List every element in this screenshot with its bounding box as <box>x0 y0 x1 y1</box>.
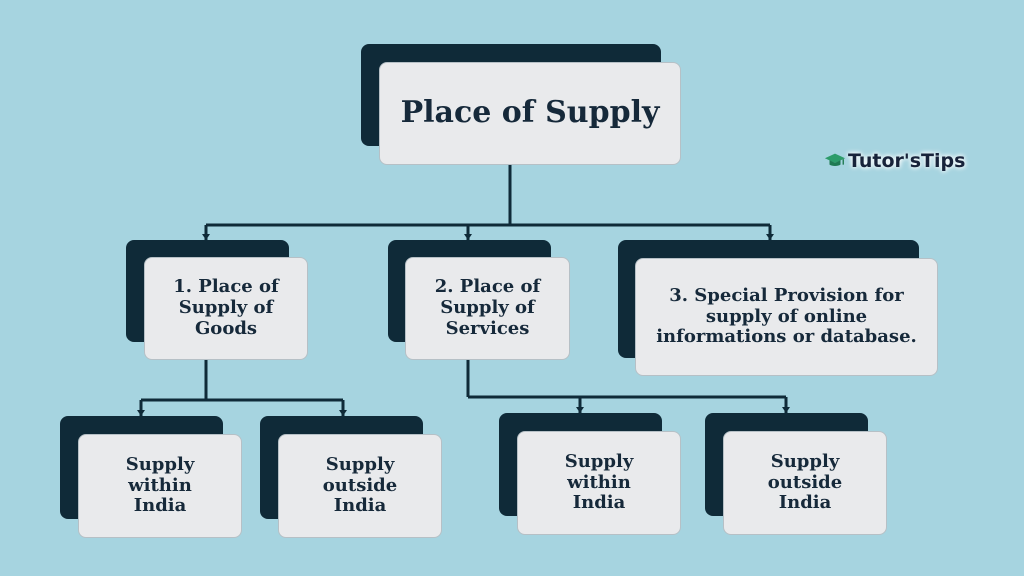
tutors-tips-logo: Tutor'sTips <box>824 150 965 172</box>
branch-special-provision-card: 3. Special Provision for supply of onlin… <box>635 258 938 376</box>
branch-special-provision-label: 3. Special Provision for supply of onlin… <box>656 284 917 348</box>
branch-services-card: 2. Place of Supply of Services <box>405 257 570 360</box>
root-node-card: Place of Supply <box>379 62 681 165</box>
branch-goods-label: 1. Place of Supply of Goods <box>173 276 279 339</box>
goods-outside-india-label: Supply outside India <box>322 453 398 517</box>
branch-goods-card: 1. Place of Supply of Goods <box>144 257 308 360</box>
services-outside-india-card: Supply outside India <box>723 431 887 535</box>
services-within-india-label: Supply within India <box>564 450 634 514</box>
goods-within-india-label: Supply within India <box>125 453 195 517</box>
branch-services-label: 2. Place of Supply of Services <box>434 276 541 339</box>
goods-within-india-card: Supply within India <box>78 434 242 538</box>
services-outside-india-label: Supply outside India <box>767 450 843 514</box>
services-within-india-card: Supply within India <box>517 431 681 535</box>
root-node-label: Place of Supply <box>400 95 660 131</box>
goods-outside-india-card: Supply outside India <box>278 434 442 538</box>
graduation-cap-icon <box>824 153 846 167</box>
logo-text: Tutor'sTips <box>848 150 966 172</box>
